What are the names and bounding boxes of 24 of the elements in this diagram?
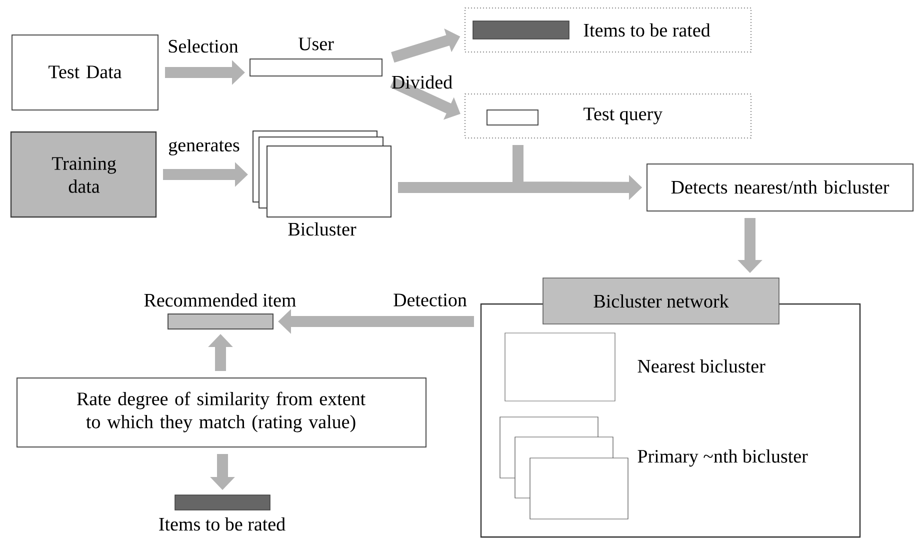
bicluster-stack-drawing: Bicluster xyxy=(252,130,392,236)
process-box: Rate degree of similarity from extent to which they match (rating value) xyxy=(16,378,426,448)
beside-label: Nearest bicluster xyxy=(638,359,766,373)
dotted-box: Test query xyxy=(464,94,752,138)
process-box: Detects nearest/nth bicluster xyxy=(646,164,914,212)
arrow-label: Divided xyxy=(392,75,452,89)
item-bar: Recommended item xyxy=(144,293,296,330)
node-label: Recommended item xyxy=(144,293,296,307)
node-label: User xyxy=(298,38,334,50)
edge-label: Detection xyxy=(394,294,467,306)
item-bar: Items to be rated xyxy=(159,494,286,531)
bicluster-stack-drawing xyxy=(500,416,808,520)
user-bar: User xyxy=(250,38,382,76)
beside-label: Primary ~nth bicluster xyxy=(638,449,808,467)
query-bar xyxy=(486,110,538,126)
edge-label: Selection xyxy=(168,39,238,53)
node-label: Bicluster xyxy=(288,222,356,236)
data-box: Test Data xyxy=(12,34,158,110)
dotted-box: Items to be rated xyxy=(464,8,752,52)
item-bar xyxy=(472,20,570,40)
edge-label: generates xyxy=(168,140,240,156)
node-label: Items to be rated xyxy=(159,517,286,531)
bicluster-box xyxy=(504,332,766,402)
data-box: Training data xyxy=(10,131,157,218)
